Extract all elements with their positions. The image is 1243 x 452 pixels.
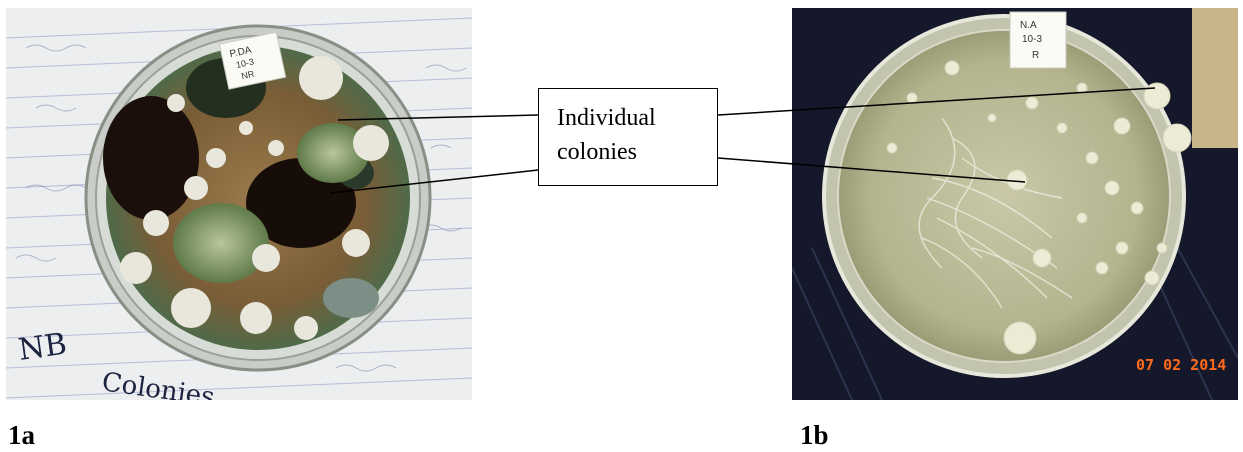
plate-1b-label-line1: N.A: [1020, 20, 1037, 31]
panel-label-1a: 1a: [8, 420, 35, 450]
panel-label-1b: 1b: [800, 420, 829, 450]
plate-1a-illustration: P.DA 10-3 NR NB Colonies: [6, 8, 472, 400]
plate-1b-illustration: N.A 10-3 R 07 02 2014: [792, 8, 1238, 400]
plate-photo-1a: P.DA 10-3 NR NB Colonies: [6, 8, 472, 400]
plate-1a-label-line2: 10-3: [235, 57, 255, 71]
plate-1b-label-line3: R: [1032, 50, 1039, 61]
plate-1b-label-line2: 10-3: [1022, 34, 1042, 45]
plate-1a-label-line3: NR: [241, 69, 256, 82]
callout-box: Individual colonies: [538, 88, 718, 186]
plate-photo-1b: N.A 10-3 R 07 02 2014: [792, 8, 1238, 400]
date-stamp: 07 02 2014: [1136, 356, 1226, 374]
callout-line-1: Individual: [557, 105, 656, 131]
notebook-text-nb: NB: [16, 327, 69, 368]
plate-1a-label-line1: P.DA: [229, 45, 253, 60]
callout-line-2: colonies: [557, 139, 637, 165]
